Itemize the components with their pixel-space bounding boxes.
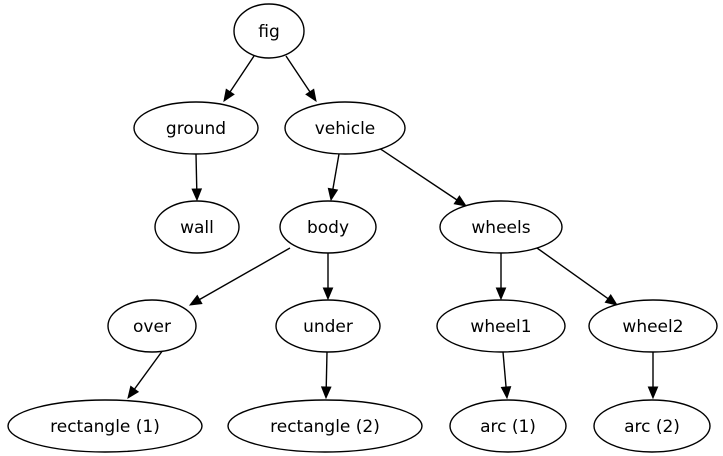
node-shape-rectangle2[interactable] [227, 399, 423, 453]
node-shape-over[interactable] [107, 299, 197, 353]
edge-line [502, 351, 507, 390]
node-label-arc2: arc (2) [624, 417, 680, 437]
edge-under-to-rectangle2 [320, 351, 332, 400]
node-shape-wheel1[interactable] [436, 299, 566, 353]
arrowhead-icon [647, 386, 659, 400]
node-shape-rectangle1[interactable] [7, 399, 203, 453]
arrowhead-icon [500, 386, 512, 400]
node-shape-body[interactable] [279, 200, 377, 254]
edges-layer [127, 55, 659, 400]
node-wheel1[interactable]: wheel1 [436, 299, 566, 353]
edge-over-to-rectangle1 [127, 349, 164, 400]
node-label-wheel1: wheel1 [470, 317, 531, 337]
node-fig[interactable]: fig [233, 3, 305, 59]
edge-line [195, 153, 198, 192]
edge-vehicle-to-body [327, 153, 340, 202]
node-shape-wheel2[interactable] [588, 299, 718, 353]
node-label-fig: fig [258, 22, 280, 42]
node-label-rectangle2: rectangle (2) [270, 417, 380, 437]
node-arc2[interactable]: arc (2) [593, 399, 711, 453]
node-label-over: over [133, 317, 171, 337]
edge-line [331, 153, 340, 192]
node-wall[interactable]: wall [154, 200, 240, 254]
edge-wheel2-to-arc2 [647, 352, 659, 400]
edge-line [197, 247, 291, 302]
node-body[interactable]: body [279, 200, 377, 254]
arrowhead-icon [223, 88, 235, 103]
node-label-wheel2: wheel2 [622, 317, 683, 337]
node-label-arc1: arc (1) [480, 417, 536, 437]
edge-body-to-over [188, 247, 291, 306]
node-under[interactable]: under [275, 299, 381, 353]
node-ground[interactable]: ground [133, 101, 259, 155]
arrowhead-icon [327, 187, 339, 202]
edge-wheels-to-wheel1 [495, 253, 507, 301]
arrowhead-icon [604, 293, 619, 306]
arrowhead-icon [305, 88, 317, 103]
edge-fig-to-vehicle [285, 55, 317, 103]
edge-line [325, 351, 328, 390]
arrowhead-icon [320, 386, 332, 400]
nodes-layer: fig ground vehicle wall body wheels over under w… [7, 3, 718, 453]
edge-line [228, 55, 255, 94]
edge-body-to-under [322, 253, 334, 301]
node-label-wheels: wheels [471, 218, 530, 238]
edge-line [285, 55, 312, 94]
arrowhead-icon [188, 294, 203, 306]
node-vehicle[interactable]: vehicle [284, 101, 406, 155]
node-label-body: body [307, 218, 349, 238]
edge-line [378, 147, 459, 202]
edge-wheel1-to-arc1 [500, 351, 512, 400]
node-label-vehicle: vehicle [315, 119, 376, 139]
node-label-ground: ground [166, 119, 226, 139]
node-wheels[interactable]: wheels [439, 200, 563, 254]
arrowhead-icon [322, 287, 334, 301]
edge-wheels-to-wheel2 [536, 247, 619, 306]
node-wheel2[interactable]: wheel2 [588, 299, 718, 353]
node-shape-fig[interactable] [233, 3, 305, 59]
arrowhead-icon [453, 195, 468, 207]
node-shape-arc1[interactable] [449, 399, 567, 453]
node-arc1[interactable]: arc (1) [449, 399, 567, 453]
edge-fig-to-ground [223, 55, 255, 103]
node-shape-ground[interactable] [133, 101, 259, 155]
node-shape-under[interactable] [275, 299, 381, 353]
edge-line [132, 349, 164, 392]
node-rectangle2[interactable]: rectangle (2) [227, 399, 423, 453]
node-rectangle1[interactable]: rectangle (1) [7, 399, 203, 453]
node-shape-wall[interactable] [154, 200, 240, 254]
node-shape-vehicle[interactable] [284, 101, 406, 155]
edge-line [536, 247, 611, 301]
node-label-rectangle1: rectangle (1) [50, 417, 160, 437]
arrowhead-icon [127, 385, 140, 400]
arrowhead-icon [191, 188, 203, 202]
edge-ground-to-wall [191, 153, 203, 202]
edge-vehicle-to-wheels [378, 147, 468, 207]
node-over[interactable]: over [107, 299, 197, 353]
node-shape-arc2[interactable] [593, 399, 711, 453]
node-label-under: under [303, 317, 353, 337]
arrowhead-icon [495, 287, 507, 301]
node-label-wall: wall [180, 218, 214, 238]
node-shape-wheels[interactable] [439, 200, 563, 254]
